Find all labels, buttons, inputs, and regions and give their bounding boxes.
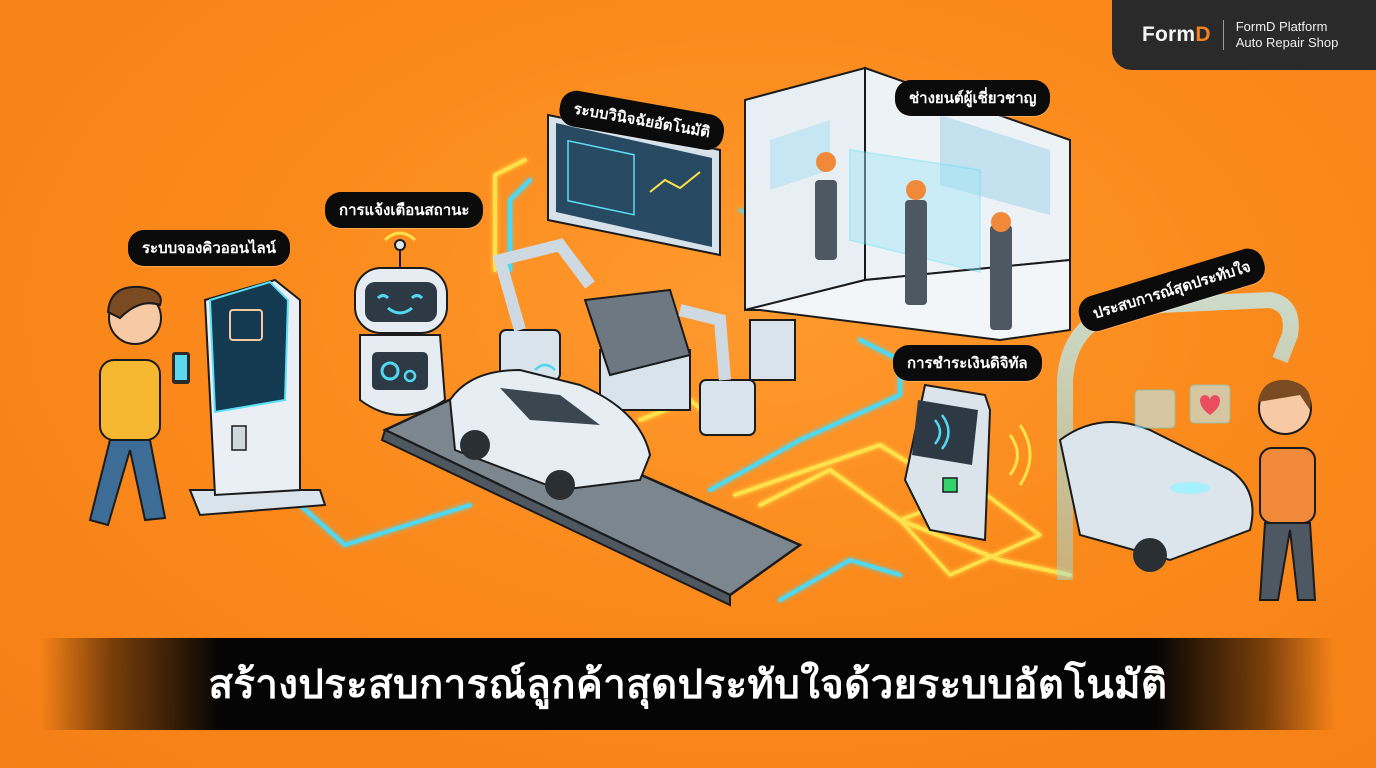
- conveyor-car: [380, 363, 803, 607]
- bottom-banner: สร้างประสบการณ์ลูกค้าสุดประทับใจด้วยระบบ…: [0, 638, 1376, 730]
- label-online-booking: ระบบจองคิวออนไลน์: [128, 230, 290, 266]
- diagnosis-monitor: [547, 113, 721, 257]
- label-expert-mechanics: ช่างยนต์ผู้เชี่ยวชาญ: [895, 80, 1051, 116]
- label-status-notification: การแจ้งเตือนสถานะ: [325, 192, 484, 228]
- robot-arms-engine: [492, 238, 796, 436]
- brand-platform: FormD Platform: [1235, 19, 1328, 34]
- delivery-arch: [1057, 291, 1317, 601]
- banner-title: สร้างประสบการณ์ลูกค้าสุดประทับใจด้วยระบบ…: [208, 662, 1168, 708]
- brand-shop: Auto Repair Shop: [1235, 35, 1339, 50]
- robot-assistant: [354, 231, 448, 416]
- booking-kiosk: [188, 278, 327, 517]
- brand-text: FormD Platform Auto Repair Shop: [1236, 19, 1339, 51]
- customer-left: [88, 285, 190, 527]
- payment-terminal: [903, 383, 1032, 542]
- brand-badge: FormD FormD Platform Auto Repair Shop: [1112, 0, 1376, 70]
- brand-divider: [1222, 20, 1224, 50]
- mechanic-room: [744, 66, 1071, 342]
- brand-logo: FormD: [1142, 23, 1211, 46]
- label-digital-payment: การชำระเงินดิจิทัล: [893, 345, 1042, 381]
